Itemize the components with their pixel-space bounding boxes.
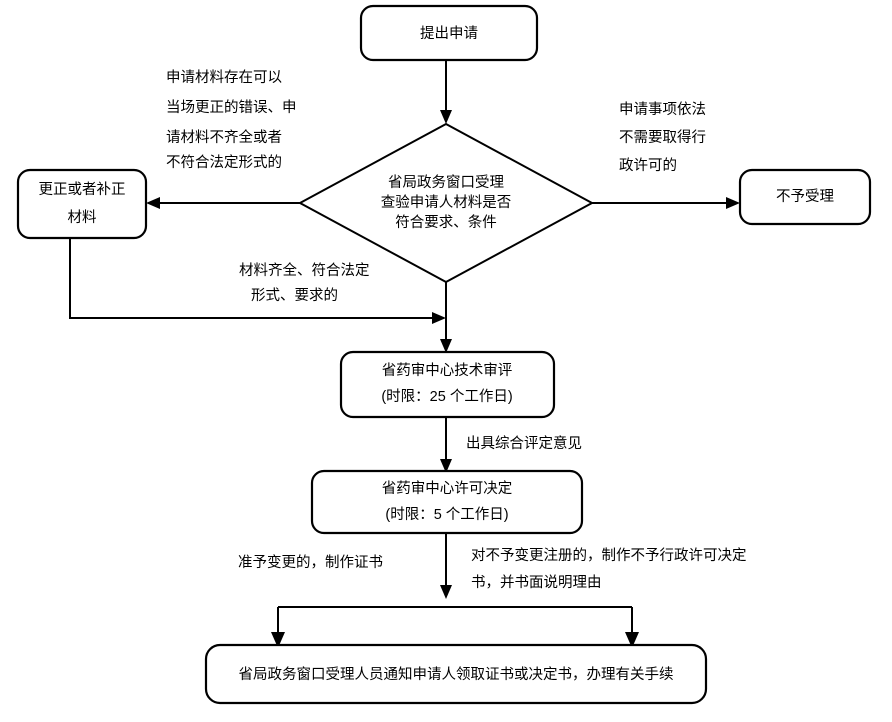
license-decision-line-1: 省药审中心许可决定: [382, 480, 513, 497]
license-decision-line-2: (时限：5 个工作日): [385, 506, 508, 523]
edge-label-materials-complete: 材料齐全、符合法定 形式、要求的: [239, 261, 370, 304]
node-review-decision[interactable]: 省局政务窗口受理 查验申请人材料是否 符合要求、条件: [297, 122, 595, 284]
edge-label-materials-complete-line-2: 形式、要求的: [251, 287, 338, 304]
edge-label-correctable: 申请材料存在可以 当场更正的错误、申 请材料不齐全或者 不符合法定形式的: [166, 69, 297, 171]
technical-review-box[interactable]: [339, 350, 556, 419]
edge-review-to-correct-arrowhead: [146, 197, 160, 209]
edge-correct-materials-arrowhead: [432, 312, 446, 324]
edge-split-left-arrowhead: [271, 632, 285, 648]
edge-submit-to-review: [440, 60, 452, 124]
node-notify-applicant[interactable]: 省局政务窗口受理人员通知申请人领取证书或决定书，办理有关手续: [204, 643, 708, 705]
node-correct-materials[interactable]: 更正或者补正 材料: [16, 168, 148, 240]
review-decision-line-3: 符合要求、条件: [395, 214, 497, 231]
not-accepted-label: 不予受理: [776, 188, 834, 205]
review-decision-line-2: 查验申请人材料是否: [381, 194, 512, 211]
edge-label-no-license-line-1: 申请事项依法: [619, 101, 706, 118]
edge-license-to-notify: [271, 533, 639, 648]
edge-review-to-correct-materials: [146, 197, 300, 209]
edge-technical-to-license-arrowhead: [440, 459, 452, 473]
not-accepted-box[interactable]: [738, 168, 872, 226]
edge-submit-to-review-arrowhead: [440, 110, 452, 124]
notify-applicant-box[interactable]: [204, 643, 708, 705]
node-technical-review[interactable]: 省药审中心技术审评 (时限：25 个工作日): [339, 350, 556, 419]
edge-label-comprehensive-opinion-text: 出具综合评定意见: [466, 434, 582, 452]
technical-review-line-1: 省药审中心技术审评: [382, 362, 513, 379]
edge-label-correctable-line-1: 申请材料存在可以: [166, 69, 282, 86]
edge-label-no-license-line-3: 政许可的: [619, 157, 677, 174]
notify-applicant-label: 省局政务窗口受理人员通知申请人领取证书或决定书，办理有关手续: [239, 665, 674, 683]
edge-label-no-license-needed: 申请事项依法 不需要取得行 政许可的: [619, 101, 706, 174]
edge-label-rejected-line-2: 书，并书面说明理由: [471, 574, 602, 591]
edge-review-to-not-accepted-arrowhead: [726, 197, 740, 209]
edge-label-comprehensive-opinion: 出具综合评定意见: [466, 434, 582, 452]
node-submit-application[interactable]: 提出申请: [359, 4, 539, 62]
edge-label-rejected-line-1: 对不予变更注册的，制作不予行政许可决定: [471, 547, 747, 564]
edge-label-correctable-line-4: 不符合法定形式的: [166, 154, 282, 171]
edge-review-to-technical: [440, 282, 452, 353]
edge-correct-materials-to-trunk: [69, 238, 446, 324]
edge-technical-to-license: [440, 417, 452, 473]
edge-label-approved-make-cert: 准予变更的，制作证书: [238, 554, 383, 571]
node-license-decision[interactable]: 省药审中心许可决定 (时限：5 个工作日): [310, 469, 584, 535]
technical-review-line-2: (时限：25 个工作日): [381, 388, 512, 405]
edge-license-down-arrowhead: [440, 585, 452, 599]
edge-label-rejected-make-decision: 对不予变更注册的，制作不予行政许可决定 书，并书面说明理由: [471, 547, 747, 591]
review-decision-line-1: 省局政务窗口受理: [388, 173, 504, 191]
submit-application-box[interactable]: [359, 4, 539, 62]
edge-split-right-arrowhead: [625, 632, 639, 648]
edge-label-correctable-line-3: 请材料不齐全或者: [166, 128, 282, 146]
edge-label-no-license-line-2: 不需要取得行: [619, 129, 706, 146]
edge-review-to-not-accepted: [592, 197, 740, 209]
submit-application-label: 提出申请: [420, 25, 478, 42]
node-not-accepted[interactable]: 不予受理: [738, 168, 872, 226]
correct-materials-line-1: 更正或者补正: [39, 181, 126, 198]
edge-correct-materials-path: [69, 238, 437, 319]
edge-label-correctable-line-2: 当场更正的错误、申: [166, 99, 297, 116]
edge-review-to-technical-arrowhead: [440, 339, 452, 353]
correct-materials-line-2: 材料: [68, 209, 97, 226]
edge-label-approved-make-cert-text: 准予变更的，制作证书: [238, 554, 383, 571]
correct-materials-box[interactable]: [16, 168, 148, 240]
edge-label-materials-complete-line-1: 材料齐全、符合法定: [239, 261, 370, 279]
